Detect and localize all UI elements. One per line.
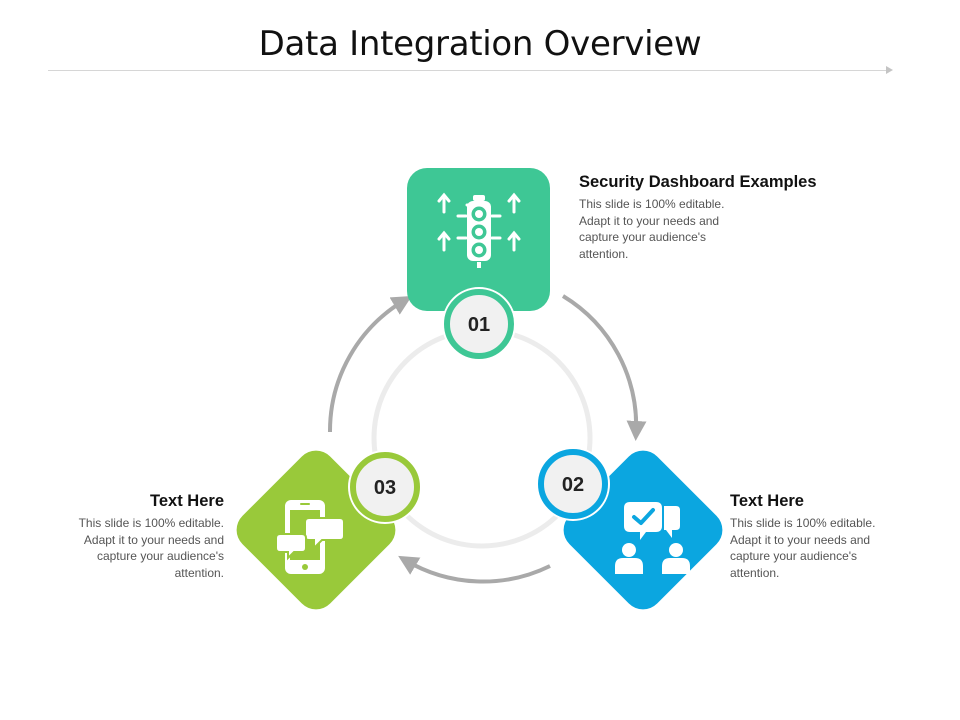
step-02-number: 02 [562,474,584,496]
step-01-callout: Security Dashboard Examples This slide i… [579,173,869,262]
step-03-heading: Text Here [150,492,224,510]
step-02-callout: Text Here This slide is 100% editable. A… [730,492,930,581]
step-03-callout: Text Here This slide is 100% editable. A… [24,492,224,581]
title-divider [48,70,890,71]
step-02-heading: Text Here [730,492,804,510]
phone-chat-icon [275,500,345,574]
page-title: Data Integration Overview [258,24,702,64]
people-chat-approval-icon [615,502,690,574]
divider-arrow-icon [886,66,893,74]
step-01-tile [407,168,550,311]
step-02-badge: 02 [536,447,610,521]
step-01-text: This slide is 100% editable. Adapt it to… [579,197,725,261]
step-03-text: This slide is 100% editable. Adapt it to… [78,516,224,580]
step-01-number: 01 [468,314,490,336]
cycle-arrow-01-to-02 [561,294,647,441]
cycle-arrow-03-to-01 [327,295,412,433]
step-01-badge: 01 [442,287,516,361]
step-03-badge: 03 [348,450,422,524]
traffic-light-icon [437,192,521,268]
cycle-arrow-02-to-03 [398,555,551,584]
step-02-text: This slide is 100% editable. Adapt it to… [730,516,876,580]
step-01-heading: Security Dashboard Examples [579,173,817,191]
step-03-number: 03 [374,477,396,499]
